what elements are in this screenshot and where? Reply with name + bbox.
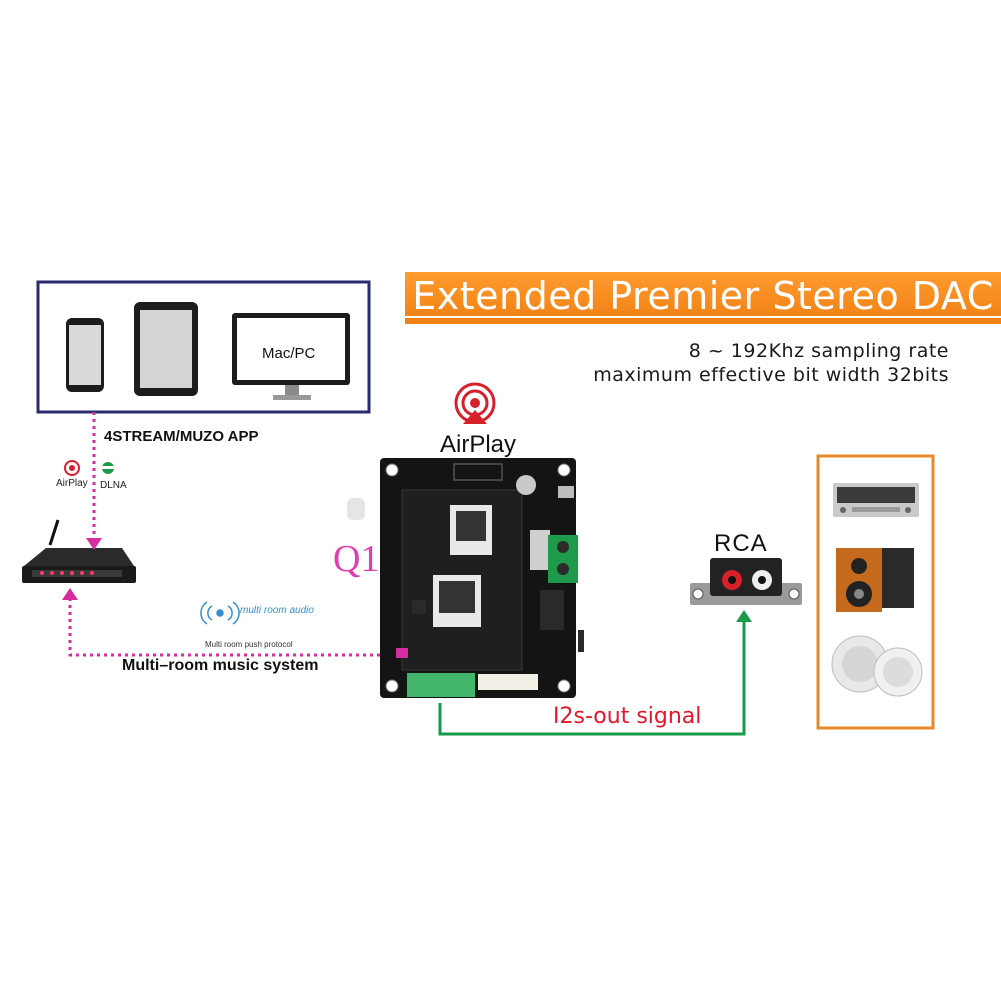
arrow-up-rca xyxy=(736,610,752,622)
rca-connector xyxy=(690,558,802,605)
pink-link-multiroom xyxy=(68,598,398,657)
dlna-label: DLNA xyxy=(100,480,127,491)
i2s-signal-label: I2s-out signal xyxy=(553,704,702,729)
multiroom-brand: multi room audio xyxy=(240,605,314,616)
title-banner: Extended Premier Stereo DAC xyxy=(405,272,1001,324)
dlna-icon xyxy=(102,462,114,474)
computer-label: Mac/PC xyxy=(262,345,316,362)
ceiling-speaker-icon xyxy=(831,635,923,697)
amplifier-icon xyxy=(833,483,919,517)
arrow-up-router xyxy=(62,588,78,600)
monitor-icon xyxy=(232,313,350,400)
phone-icon xyxy=(66,318,104,392)
speakers-frame xyxy=(816,454,935,730)
push-protocol-caption: Multi room push protocol xyxy=(205,640,293,649)
devices-frame xyxy=(36,280,371,414)
multiroom-label: Multi–room music system xyxy=(122,657,319,674)
router-icon xyxy=(22,519,136,583)
app-label: 4STREAM/MUZO APP xyxy=(104,428,259,445)
dac-board xyxy=(347,458,584,698)
rca-label: RCA xyxy=(714,530,768,557)
airplay-label: AirPlay xyxy=(440,431,517,458)
airplay-small-label: AirPlay xyxy=(56,478,88,489)
speaker-icon xyxy=(836,548,914,612)
bit-width-spec: maximum effective bit width 32bits xyxy=(593,364,949,386)
tablet-icon xyxy=(134,302,198,396)
sampling-rate-spec: 8 ~ 192Khz sampling rate xyxy=(688,340,949,362)
airplay-icon xyxy=(454,382,496,424)
airplay-small-icon xyxy=(64,460,80,476)
green-link-i2s xyxy=(438,620,746,736)
model-label: Q1 xyxy=(333,538,380,580)
banner-title: Extended Premier Stereo DAC xyxy=(412,274,994,318)
arrow-down-router xyxy=(86,538,102,550)
multiroom-wave-icon xyxy=(200,601,240,625)
